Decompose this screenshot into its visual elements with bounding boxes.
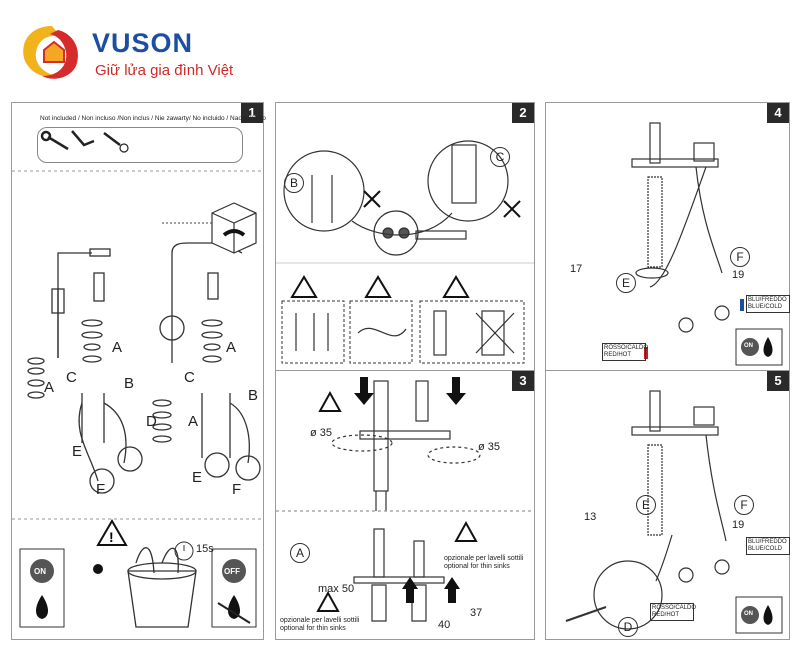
thermometer-icon (740, 299, 744, 311)
wrench-icon (40, 130, 69, 151)
label-c: C (490, 147, 510, 167)
arrow-down-icon (354, 377, 374, 405)
label-e: E (636, 495, 656, 515)
arrow-down-icon-2 (446, 377, 466, 405)
arrow-up-icon (402, 577, 418, 603)
label-f: F (734, 495, 754, 515)
faucet-drawing (27, 248, 143, 494)
label-d: D (618, 617, 638, 637)
diameter-label: ø 35 (310, 427, 333, 439)
bucket-drawing (127, 547, 197, 628)
faucet-drawing-2 (152, 242, 261, 481)
label-b: B (284, 173, 304, 193)
vuson-logo-icon (23, 26, 78, 79)
label-f: F (96, 481, 106, 498)
thermometer-hot-icon (644, 347, 648, 359)
panel-1-drawing: ! (12, 130, 263, 628)
panel-5: 5 E F D 13 19 BLU/FREDDO BLUE/COLD ROSSO… (545, 370, 790, 640)
label-c-2: C (184, 369, 195, 386)
arrow-up-icon-2 (444, 577, 460, 603)
label-a: A (112, 339, 123, 356)
svg-text:!: ! (109, 529, 114, 545)
hose-examples (281, 300, 525, 364)
label-f: F (730, 247, 750, 267)
torque-19: 19 (732, 269, 745, 281)
panel-3: 3 ø 35 ø 35 A max 50 opzionale per lavel… (275, 370, 535, 640)
allen-key-icon (71, 130, 95, 147)
label-a-4: A (44, 379, 55, 396)
package-box-icon (211, 202, 257, 254)
panel-2: 2 B C (275, 102, 535, 372)
torque-13: 13 (584, 511, 597, 523)
label-c: C (66, 369, 77, 386)
max-label: max 50 (318, 583, 355, 595)
brand-name: VUSON (92, 28, 194, 58)
diameter-label-2: ø 35 (478, 441, 501, 453)
label-f-2: F (232, 481, 242, 498)
on-label: ON (744, 611, 753, 617)
panel-number: 2 (512, 103, 534, 123)
valve-icon (93, 564, 103, 574)
panel-3-drawing (276, 377, 534, 622)
no-tool-icon (363, 190, 521, 218)
warning-icon (290, 275, 470, 298)
panel-1: 1 Not included / Non incluso /Non inclus… (11, 102, 266, 640)
brand-logo (14, 20, 274, 90)
water-on-icon (735, 596, 783, 634)
label-b: B (124, 375, 135, 392)
label-e: E (72, 443, 83, 460)
water-on-icon (19, 548, 65, 628)
warning-icon: ! (96, 519, 128, 546)
torque-37: 37 (470, 607, 483, 619)
panel-4-drawing (631, 122, 783, 366)
panel-2-drawing (276, 140, 534, 364)
cold-label: BLU/FREDDO BLUE/COLD (746, 537, 790, 555)
not-included-text: Not included / Non incluso /Non inclus /… (40, 115, 266, 122)
optional-note: opzionale per lavelli sottili optional f… (444, 555, 524, 570)
on-label: ON (34, 567, 46, 576)
screwdriver-icon (103, 132, 129, 153)
hot-label: ROSSO/CALDO RED/HOT (602, 343, 648, 361)
label-e: E (616, 273, 636, 293)
label-e-2: E (192, 469, 203, 486)
torque-17: 17 (570, 263, 583, 275)
timer-label: 15s (196, 543, 214, 555)
panel-4: 4 E F 17 19 BLU/FREDDO BLUE/COLD ROSSO/C… (545, 102, 790, 372)
panel-number: 3 (512, 371, 534, 391)
circle-label-a: A (290, 543, 310, 563)
label-d: D (146, 413, 157, 430)
torque-40: 40 (438, 619, 451, 631)
panel-number: 1 (241, 103, 263, 123)
panel-number: 5 (767, 371, 789, 391)
timer-icon (174, 541, 194, 561)
label-a-2: A (226, 339, 237, 356)
label-a-3: A (188, 413, 199, 430)
optional-note-2: opzionale per lavelli sottili optional f… (280, 617, 360, 632)
panel-5-drawing (565, 390, 783, 634)
brand-tagline: Giữ lửa gia đình Việt (95, 62, 234, 79)
detail-circle-c (427, 140, 509, 222)
not-included-box (37, 127, 243, 163)
hot-label: ROSSO/CALDO RED/HOT (650, 603, 696, 621)
water-off-icon (211, 548, 257, 628)
warning-icon (316, 390, 478, 612)
torque-19: 19 (732, 519, 745, 531)
off-label: OFF (224, 567, 240, 576)
on-label: ON (744, 343, 753, 349)
label-b-2: B (248, 387, 259, 404)
panel-number: 4 (767, 103, 789, 123)
water-on-icon (735, 328, 783, 366)
cold-label: BLU/FREDDO BLUE/COLD (746, 295, 790, 313)
